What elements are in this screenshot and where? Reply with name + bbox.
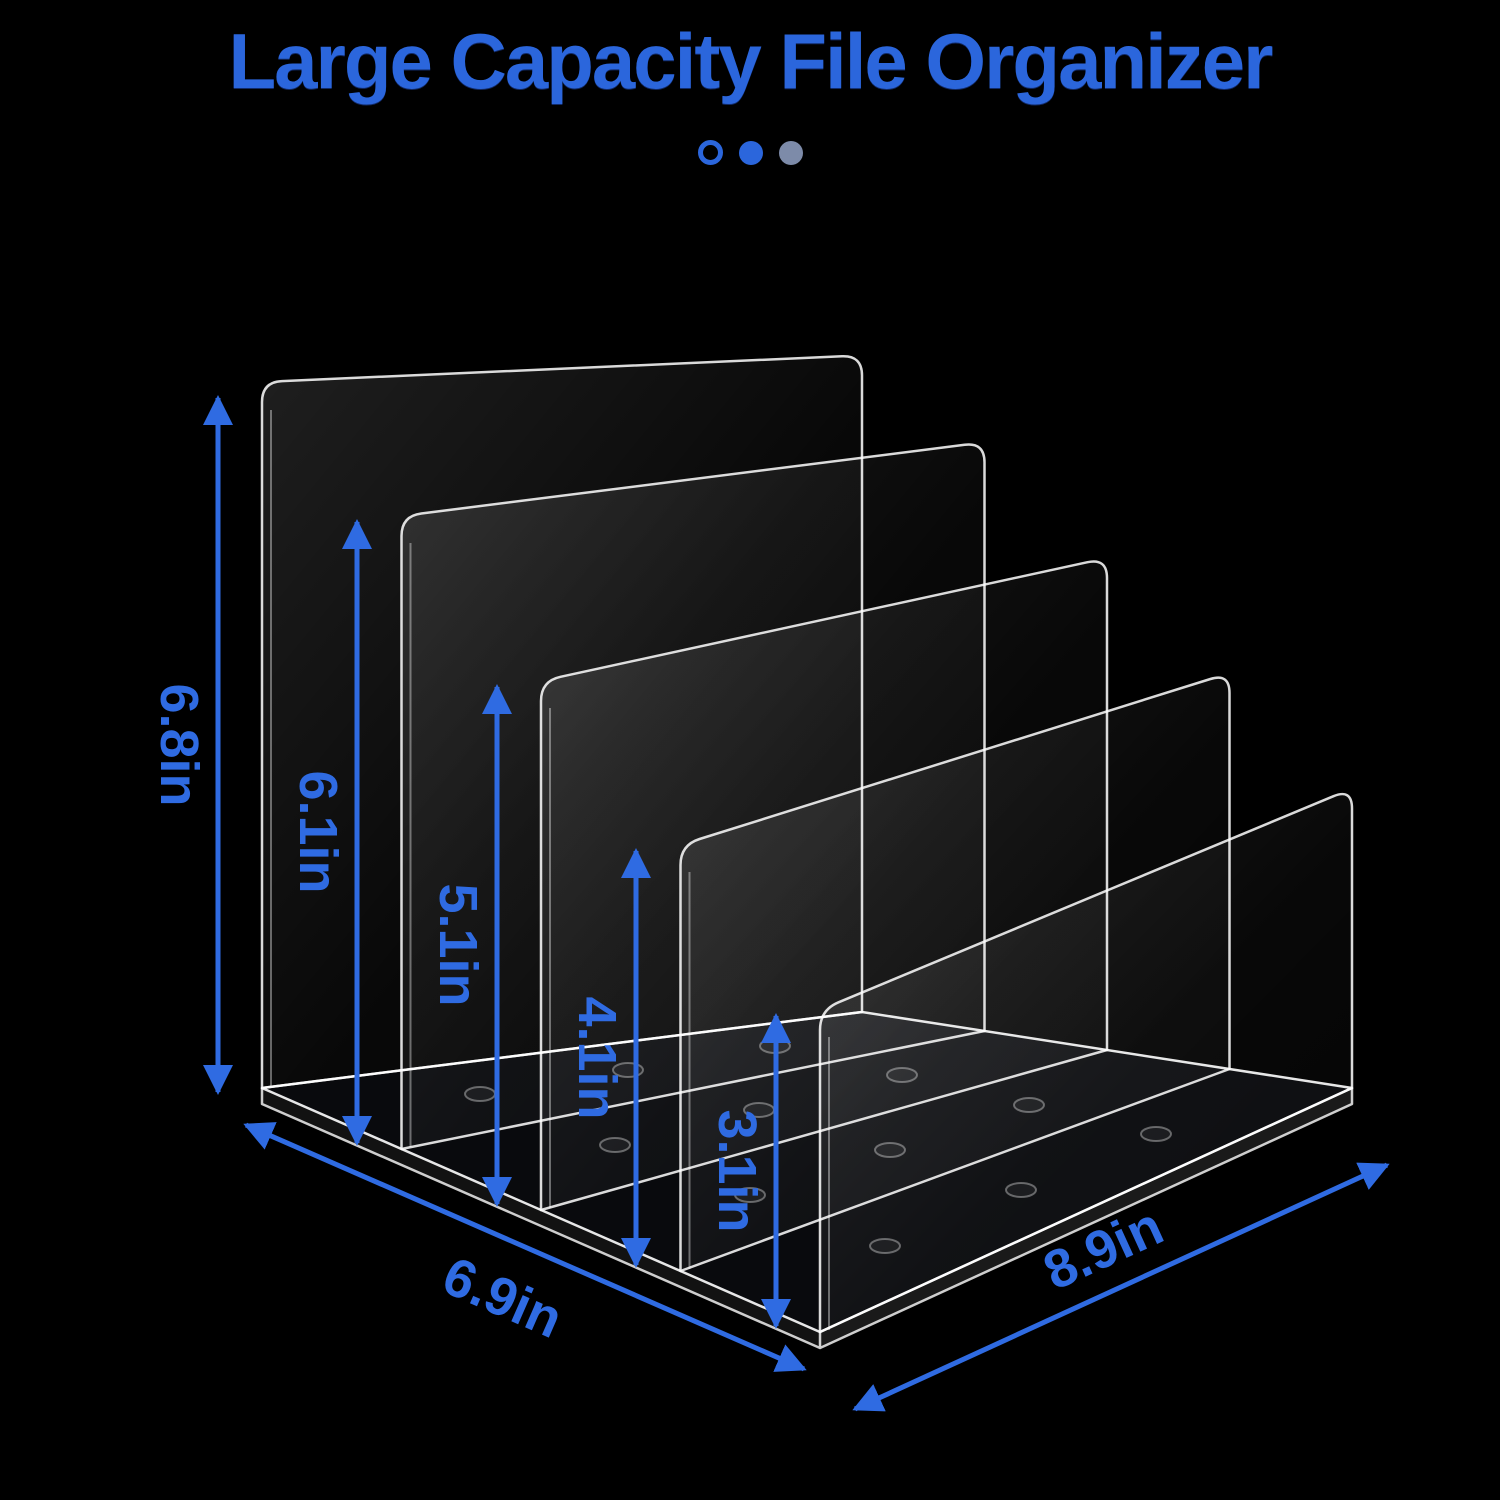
divider-panels bbox=[260, 355, 1354, 1334]
depth-label: 6.9in bbox=[434, 1246, 571, 1350]
height-label-4: 4.1in bbox=[567, 996, 627, 1119]
slide-dot-outline-icon bbox=[697, 140, 723, 165]
height-label-5: 3.1in bbox=[707, 1109, 767, 1232]
product-title: Large Capacity File Organizer bbox=[228, 17, 1273, 105]
slide-dot-active-icon bbox=[738, 140, 763, 165]
slide-dot-inactive-icon bbox=[778, 140, 803, 165]
width-arrow bbox=[852, 1162, 1390, 1412]
dimension-arrows bbox=[203, 395, 1390, 1412]
height-label-2: 6.1in bbox=[288, 770, 348, 893]
slide-indicator bbox=[0, 140, 1500, 165]
height-label-1: 6.8in bbox=[149, 683, 209, 806]
depth-arrow bbox=[243, 1122, 807, 1372]
height-label-3: 5.1in bbox=[428, 883, 488, 1006]
